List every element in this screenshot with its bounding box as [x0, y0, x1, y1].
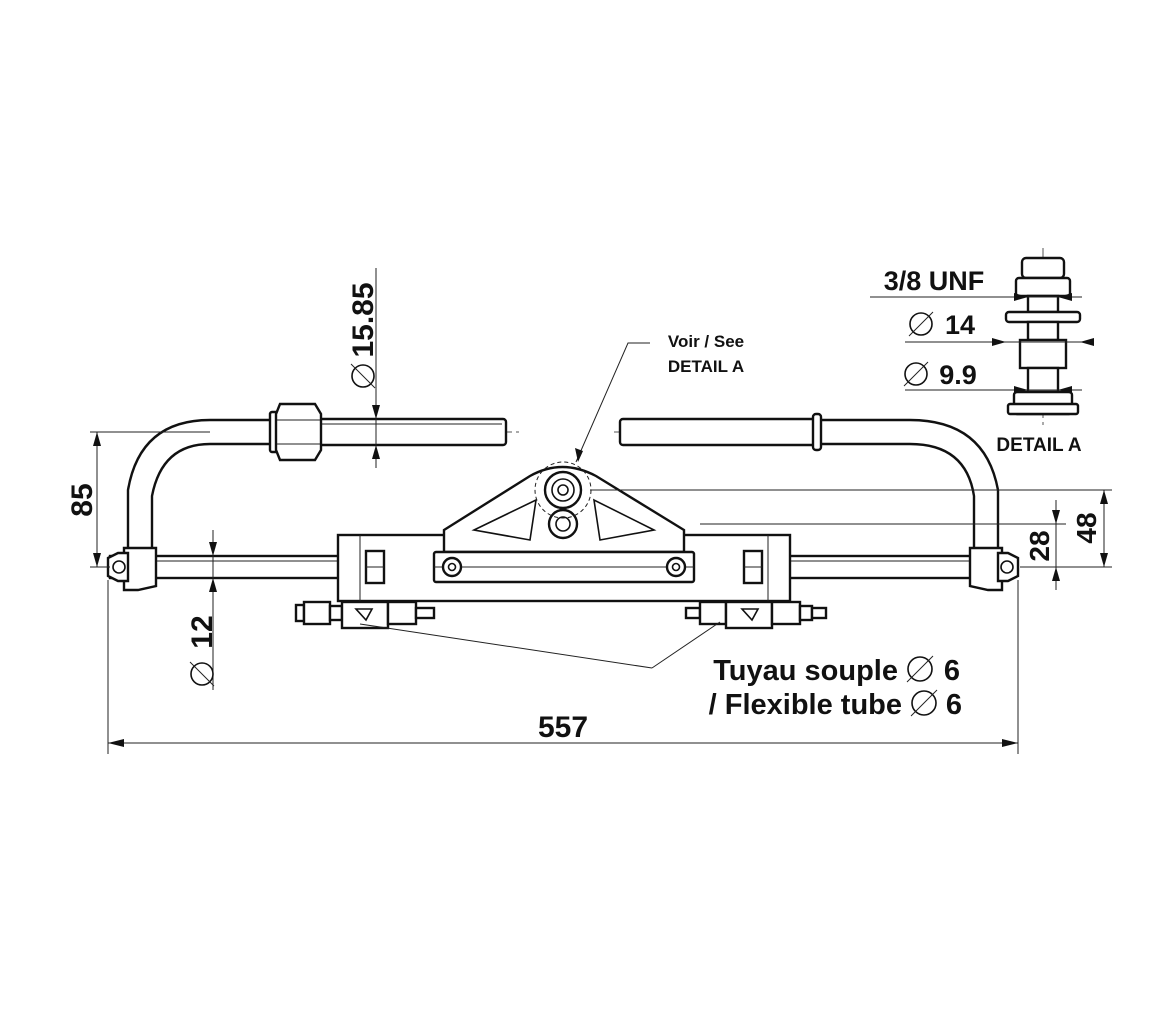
left-rod-end [106, 546, 158, 592]
detail-shank-label: 9.9 [939, 360, 977, 390]
dim-detail-a [870, 293, 1094, 394]
dim-48-label: 48 [1071, 512, 1102, 543]
dim-12 [209, 530, 217, 690]
detail-washer-label: 14 [945, 310, 975, 340]
right-tube [618, 412, 1000, 568]
detail-shank-label-group: 9.9 [903, 360, 977, 390]
dim-28-label: 28 [1024, 530, 1055, 561]
diameter-icon [906, 655, 934, 683]
left-hose-fitting [294, 600, 436, 630]
diameter-icon [908, 311, 934, 337]
leader-flexible-tube [359, 621, 721, 669]
tiller-bracket [432, 461, 696, 584]
dim-85-label: 85 [66, 483, 99, 516]
dim-557 [107, 580, 1019, 754]
right-rod-end [968, 546, 1020, 592]
right-hose-fitting [684, 600, 828, 630]
detail-thread-label: 3/8 UNF [884, 266, 985, 296]
hose-label-line1-value: 6 [944, 655, 960, 687]
dim-28-48 [590, 489, 1112, 590]
hose-label-line1: Tuyau souple [713, 655, 898, 687]
hose-label-line2-value: 6 [946, 689, 962, 721]
hose-label-line2: / Flexible tube [709, 689, 902, 721]
dim-557-label: 557 [538, 711, 588, 744]
dim-12-label: 12 [186, 615, 219, 648]
see-detail-line2: DETAIL A [668, 357, 744, 376]
dim-15-85 [372, 268, 380, 468]
diameter-icon [903, 361, 929, 387]
dim-15-85-label: 15.85 [347, 282, 380, 357]
dim-85 [90, 431, 210, 568]
diameter-icon [189, 661, 215, 687]
left-tube-nut [268, 402, 323, 462]
dim-12-label-group: 12 [186, 615, 219, 687]
dim-15-85-label-group: 15.85 [347, 282, 380, 389]
leader-see-detail [575, 342, 650, 463]
detail-washer-label-group: 14 [908, 310, 975, 340]
diameter-icon [350, 363, 376, 389]
diameter-icon [910, 689, 938, 717]
detail-a-title: DETAIL A [996, 435, 1081, 456]
detail-a-bolt [1004, 256, 1082, 416]
see-detail-line1: Voir / See [668, 332, 744, 351]
